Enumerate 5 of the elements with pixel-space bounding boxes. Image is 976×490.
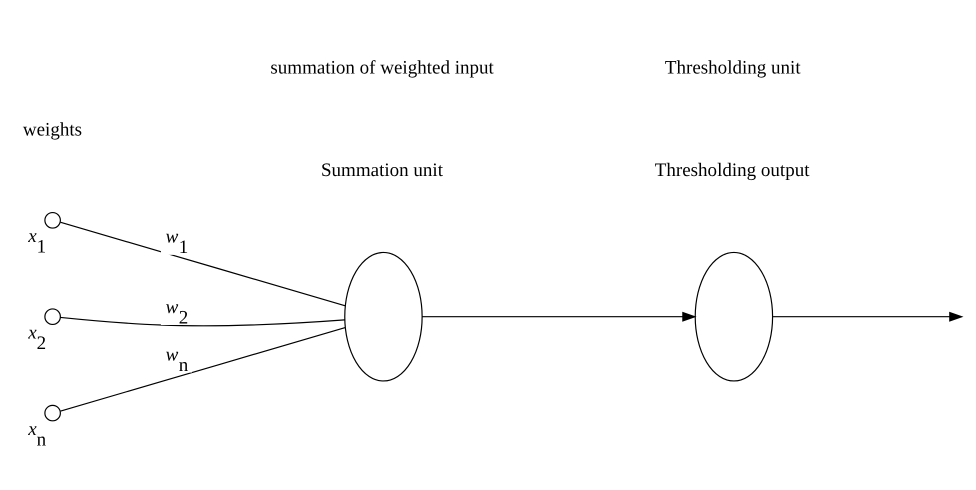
label: summation of weighted input <box>270 58 494 79</box>
label: weights <box>22 120 82 141</box>
label: Thresholding unit <box>664 58 801 79</box>
label: Thresholding output <box>654 160 810 182</box>
label: Summation unit <box>320 160 444 182</box>
